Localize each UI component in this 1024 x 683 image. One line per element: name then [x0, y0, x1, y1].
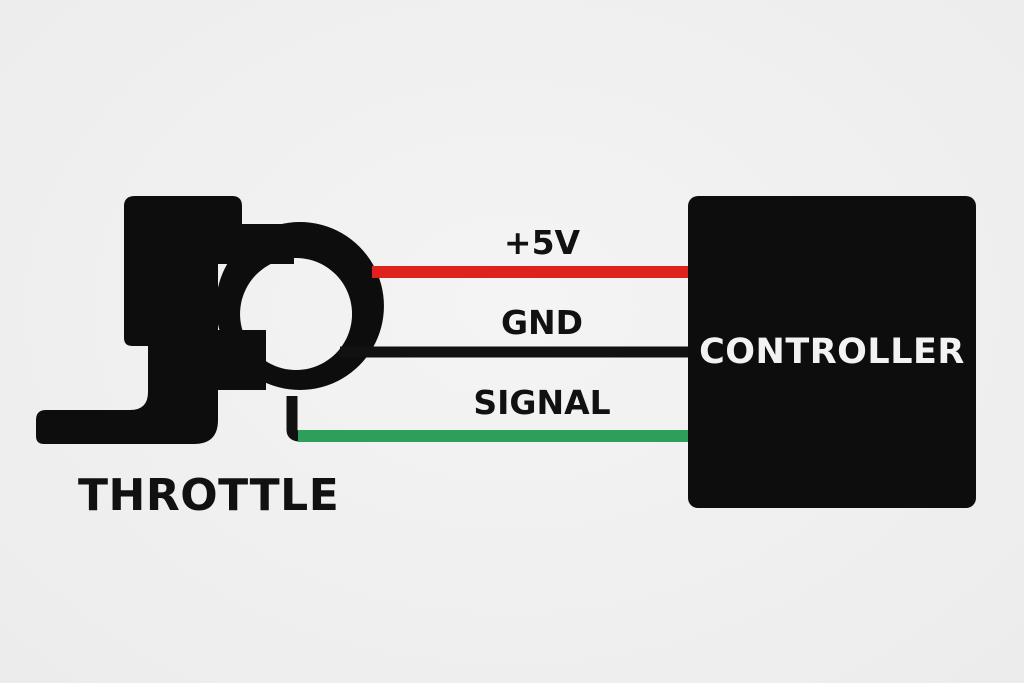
wire-label-gnd: GND	[500, 303, 584, 342]
throttle-label: THROTTLE	[78, 470, 340, 521]
wire-label-signal: SIGNAL	[473, 383, 611, 422]
throttle-icon	[36, 196, 384, 444]
controller-box: CONTROLLER	[688, 196, 976, 508]
wire-label-5v: +5V	[503, 223, 581, 262]
controller-label: CONTROLLER	[699, 331, 965, 372]
wire-group	[286, 266, 690, 442]
